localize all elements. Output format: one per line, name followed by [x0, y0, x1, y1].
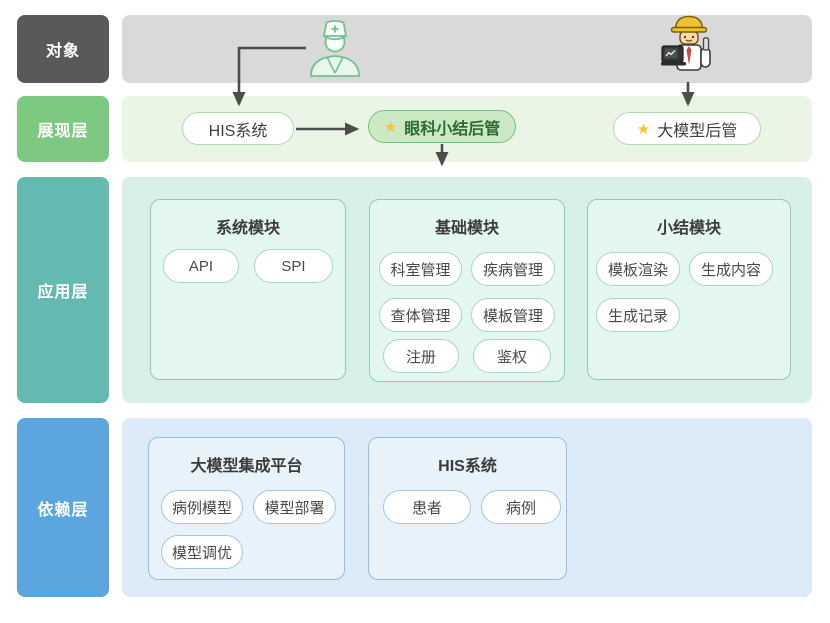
- module-pill: 病例: [481, 490, 561, 524]
- module-pill-label: API: [188, 257, 214, 275]
- module-pill: 注册: [383, 339, 459, 373]
- card-title: 小结模块: [656, 220, 721, 237]
- module-pill-label: 查体管理: [390, 307, 451, 325]
- module-pill-label: 生成记录: [607, 307, 668, 325]
- model-admin-label: 大模型后管: [657, 122, 738, 140]
- eye-summary-admin-label: 眼科小结后管: [404, 120, 501, 138]
- module-pill-label: 疾病管理: [482, 261, 543, 279]
- module-pill: API: [163, 249, 239, 283]
- module-pill-label: 注册: [405, 348, 436, 366]
- module-pill-label: 生成内容: [700, 261, 761, 279]
- model-admin-pill: ★ 大模型后管: [613, 112, 761, 145]
- his-system-label: HIS系统: [208, 122, 268, 140]
- module-pill-label: 模板渲染: [607, 261, 668, 279]
- his-system-pill: HIS系统: [182, 112, 294, 145]
- engineer-icon: [661, 15, 711, 71]
- layer-label-text: 应用层: [37, 284, 89, 301]
- module-pill: 疾病管理: [471, 252, 555, 286]
- module-pill: 查体管理: [379, 298, 462, 332]
- module-pill: 鉴权: [473, 339, 551, 373]
- module-pill-label: 科室管理: [390, 261, 451, 279]
- layer-label-text: 依赖层: [37, 501, 89, 519]
- module-pill: 病例模型: [161, 490, 243, 524]
- module-pill-label: 模型调优: [171, 544, 232, 562]
- module-pill: 模板渲染: [596, 252, 680, 286]
- module-pill-label: 鉴权: [496, 348, 527, 366]
- module-pill-label: 病例模型: [171, 499, 232, 517]
- layer-label-text: 展现层: [37, 123, 89, 140]
- module-pill: 模型部署: [253, 490, 336, 524]
- summary-module-card: 小结模块 模板渲染 生成内容 生成记录: [587, 199, 791, 380]
- module-pill-label: 患者: [411, 499, 442, 517]
- module-pill: SPI: [254, 249, 333, 283]
- eye-summary-admin-pill: ★ 眼科小结后管: [368, 110, 516, 143]
- layer-label-application: 应用层: [17, 177, 109, 403]
- card-title: 基础模块: [434, 220, 499, 237]
- module-pill: 患者: [383, 490, 471, 524]
- layer-label-text: 对象: [45, 43, 80, 60]
- module-pill: 生成记录: [596, 298, 680, 332]
- card-title: 系统模块: [215, 220, 280, 237]
- his-system-card: HIS系统 患者 病例: [368, 437, 567, 580]
- module-pill: 科室管理: [379, 252, 462, 286]
- system-module-card: 系统模块 API SPI: [150, 199, 346, 380]
- card-title: HIS系统: [438, 458, 497, 475]
- llm-platform-card: 大模型集成平台 病例模型 模型部署 模型调优: [148, 437, 345, 580]
- base-module-card: 基础模块 科室管理 疾病管理 查体管理 模板管理 注册 鉴权: [369, 199, 565, 382]
- module-pill-label: 模型部署: [264, 499, 325, 517]
- module-pill: 模型调优: [161, 535, 243, 569]
- module-pill-label: 模板管理: [482, 307, 543, 325]
- module-pill: 模板管理: [471, 298, 555, 332]
- module-pill-label: 病例: [505, 499, 536, 517]
- module-pill-label: SPI: [281, 257, 306, 275]
- layer-label-objects: 对象: [17, 15, 109, 83]
- star-icon: ★: [636, 120, 651, 138]
- module-pill: 生成内容: [689, 252, 773, 286]
- layer-label-dependency: 依赖层: [17, 418, 109, 597]
- card-title: 大模型集成平台: [190, 458, 303, 475]
- layer-label-presentation: 展现层: [17, 96, 109, 162]
- doctor-icon: [310, 19, 360, 77]
- star-icon: ★: [383, 118, 398, 136]
